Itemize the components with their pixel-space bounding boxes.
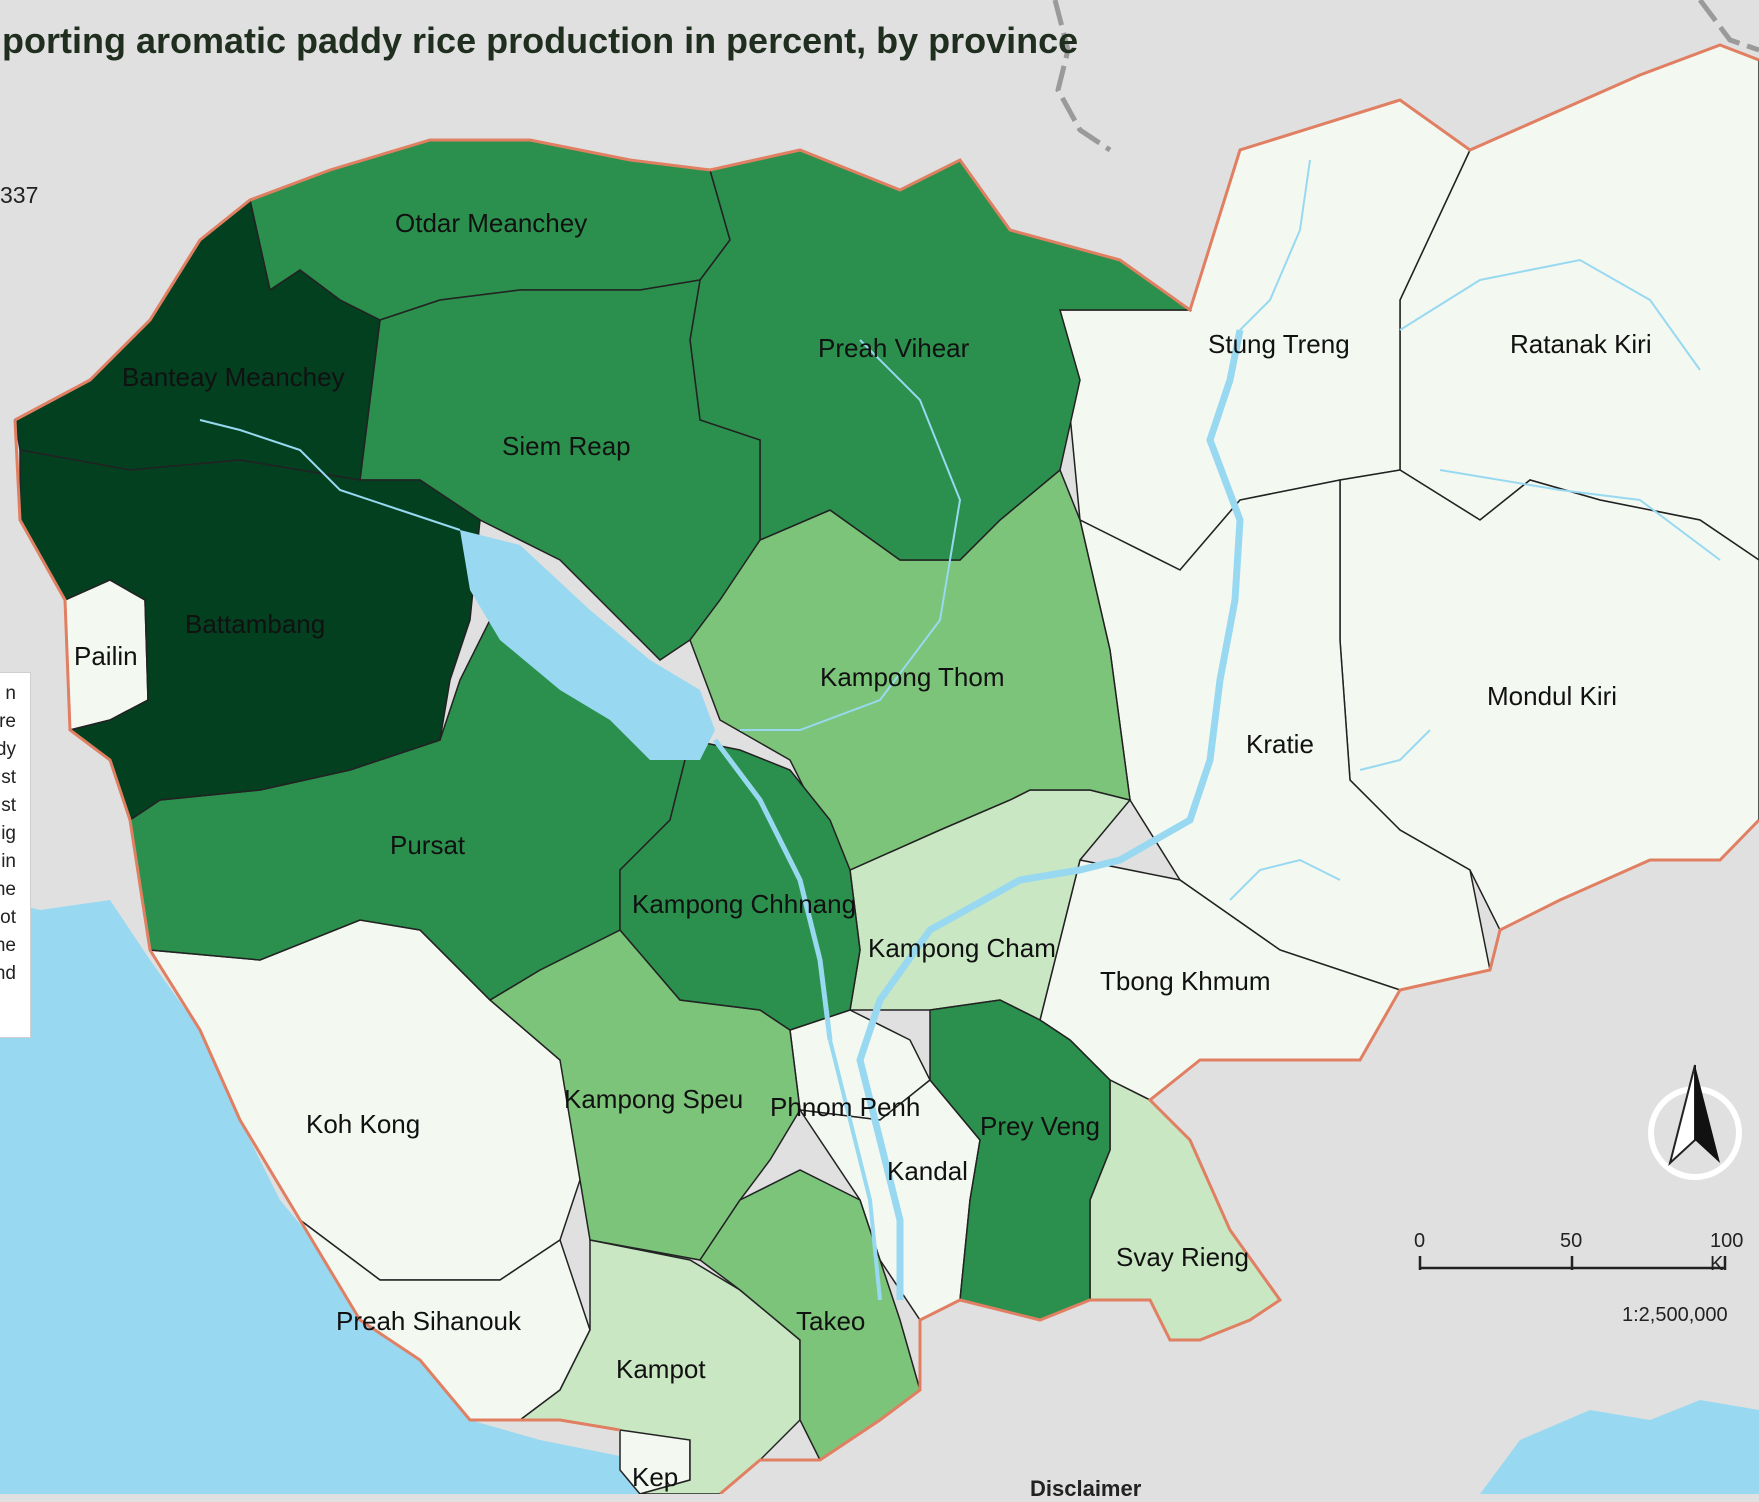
label-ratanak-kiri: Ratanak Kiri	[1510, 329, 1652, 359]
province-prey-veng	[929, 999, 1111, 1321]
label-kep: Kep	[632, 1462, 678, 1492]
neighbor-border	[1052, 0, 1112, 153]
label-preah-sihanouk: Preah Sihanouk	[336, 1306, 522, 1336]
label-pailin: Pailin	[74, 641, 138, 671]
legend-fragment: re	[0, 711, 16, 732]
label-battambang: Battambang	[185, 609, 325, 639]
label-tbong-khmum: Tbong Khmum	[1100, 966, 1271, 996]
legend-fragment: he	[0, 935, 16, 956]
river-kratie-tributary	[1229, 729, 1431, 901]
river-stung-sen	[740, 339, 962, 731]
disclaimer-heading: Disclaimer	[1030, 1476, 1142, 1501]
tonle-sap-river	[713, 738, 833, 1041]
sea-west	[0, 900, 700, 1494]
legend-fragment: ig	[1, 823, 16, 844]
tonle-sap-lake	[460, 530, 715, 760]
label-banteay-meanchey: Banteay Meanchey	[122, 362, 345, 392]
sea-southeast	[1480, 1400, 1759, 1494]
river-northeast	[1239, 159, 1721, 561]
international-border	[13, 43, 1759, 1494]
legend-panel: n re dy st st ig in he ot he nd	[0, 672, 31, 1038]
label-otdar-meanchey: Otdar Meanchey	[395, 208, 587, 238]
river-west	[199, 419, 461, 531]
label-koh-kong: Koh Kong	[306, 1109, 420, 1139]
label-kampong-speu: Kampong Speu	[564, 1084, 743, 1114]
label-pursat: Pursat	[390, 830, 466, 860]
label-mondul-kiri: Mondul Kiri	[1487, 681, 1617, 711]
label-prey-veng: Prey Veng	[980, 1111, 1100, 1141]
legend-fragment: nd	[0, 963, 16, 984]
legend-fragment: he	[0, 879, 16, 900]
province-battambang	[19, 449, 481, 822]
scale-tick-50: 50	[1560, 1230, 1583, 1252]
legend-fragment: st	[1, 767, 16, 788]
label-stung-treng: Stung Treng	[1208, 329, 1350, 359]
mekong-river	[856, 329, 1244, 1300]
label-kampong-thom: Kampong Thom	[820, 662, 1005, 692]
label-kratie: Kratie	[1246, 729, 1314, 759]
label-phnom-penh: Phnom Penh	[770, 1092, 920, 1122]
label-kampong-cham: Kampong Cham	[868, 933, 1056, 963]
label-kampong-chhnang: Kampong Chhnang	[632, 889, 856, 919]
north-arrow-icon	[1648, 1064, 1742, 1180]
bassac-river	[828, 1039, 882, 1301]
partial-text-337: 337	[0, 182, 39, 208]
legend-fragment: ot	[0, 907, 16, 928]
legend-fragment: dy	[0, 739, 16, 760]
scale-tick-0: 0	[1414, 1230, 1426, 1252]
label-preah-vihear: Preah Vihear	[818, 333, 970, 363]
legend-fragment: in	[1, 851, 16, 872]
scale-bar	[1418, 1256, 1727, 1270]
label-svay-rieng: Svay Rieng	[1116, 1242, 1249, 1272]
neighbor-border	[1698, 0, 1759, 53]
scale-tick-100: 100 K	[1710, 1230, 1744, 1275]
legend-fragment: st	[1, 795, 16, 816]
label-takeo: Takeo	[796, 1306, 865, 1336]
map-title: porting aromatic paddy rice production i…	[2, 20, 1079, 61]
legend-fragment: n	[5, 683, 16, 704]
scale-ratio: 1:2,500,000	[1622, 1304, 1728, 1326]
label-kandal: Kandal	[887, 1156, 968, 1186]
province-ratanak-kiri	[1399, 44, 1759, 561]
label-kampot: Kampot	[616, 1354, 706, 1384]
label-siem-reap: Siem Reap	[502, 431, 631, 461]
